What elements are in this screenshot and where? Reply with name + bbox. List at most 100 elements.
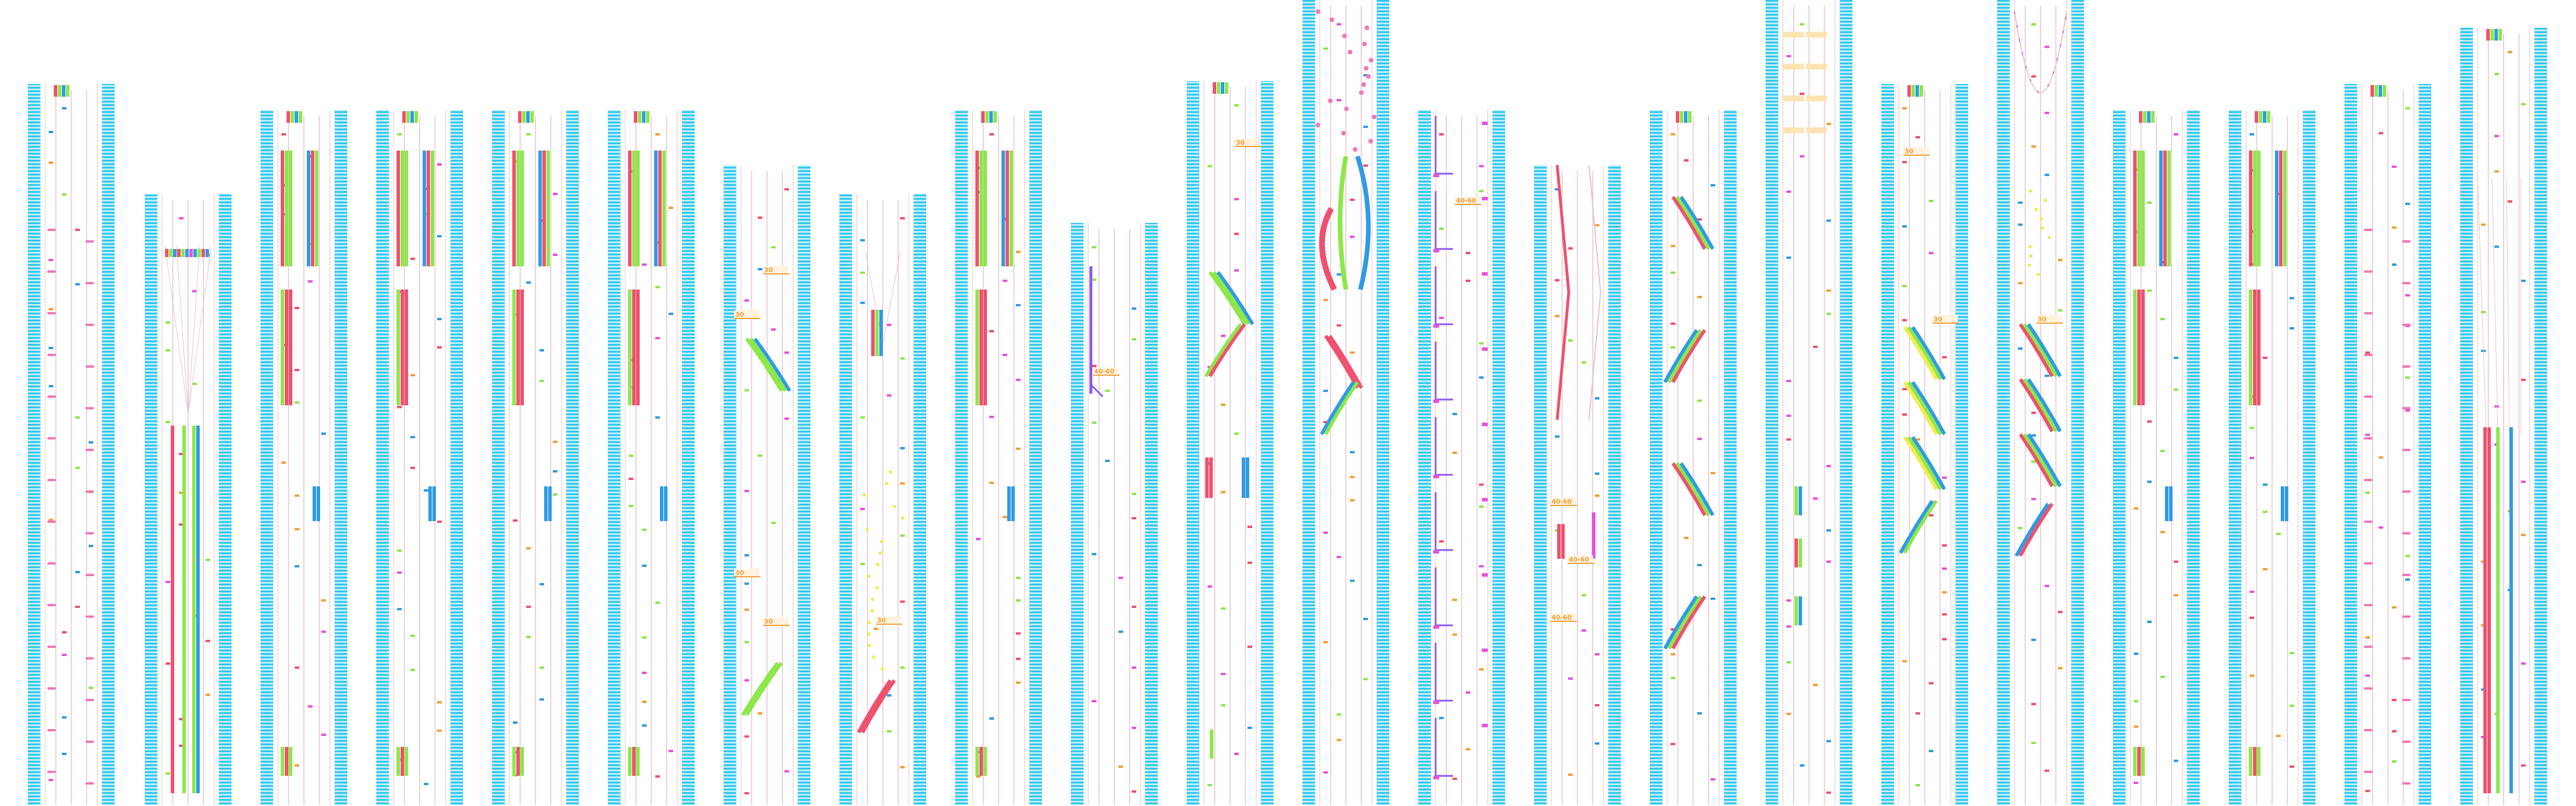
lane-marker [1118, 577, 1123, 579]
lane-stripe [975, 747, 979, 776]
lane-stripe [397, 290, 400, 405]
lane-marker [437, 521, 442, 523]
pink-marker [2364, 395, 2372, 398]
curved-lane-stripe [1911, 381, 1946, 435]
lane-stripe [1795, 486, 1798, 515]
pink-dot [1371, 115, 1377, 119]
curved-lane-stripe [1675, 462, 1711, 516]
lane-marker [2521, 534, 2526, 536]
lane-stripe [632, 747, 636, 776]
lane-marker [553, 441, 557, 443]
lane-stripe [2379, 85, 2382, 97]
lane-stripe [2370, 85, 2374, 97]
lane-marker [2392, 606, 2397, 609]
lane-marker [655, 286, 660, 288]
lane-stripe [406, 111, 410, 123]
lane-marker [2134, 782, 2138, 784]
lane-marker [49, 259, 53, 261]
lane-stripe [1007, 486, 1011, 521]
lane-stripe [58, 85, 61, 97]
lane-marker [2058, 611, 2063, 613]
lane-marker [2031, 145, 2036, 148]
lane-marker [62, 753, 67, 755]
lane-marker [900, 534, 905, 537]
lane-marker [1826, 560, 1831, 563]
lane-marker [75, 416, 80, 419]
lane-marker [1132, 493, 1136, 495]
lane-marker [1132, 666, 1136, 669]
lane-marker [1221, 673, 1225, 675]
lane-marker [410, 436, 415, 438]
lane-marker [900, 217, 905, 219]
lane-marker [655, 602, 660, 604]
lane-marker [1697, 712, 1702, 715]
road-9 [955, 110, 1042, 805]
lane-marker [1942, 638, 1947, 640]
lane-marker [1942, 591, 1947, 593]
speed-tag-bg [2036, 315, 2062, 323]
lane-marker [629, 505, 633, 507]
lane-stripe [989, 111, 993, 123]
lane-marker [1323, 641, 1328, 643]
pink-dot [1341, 131, 1346, 135]
lane-stripe [542, 151, 546, 266]
lane-marker [2392, 263, 2397, 266]
lane-marker [1813, 684, 1818, 686]
road-12 [1302, 0, 1389, 805]
lane-stripe [975, 290, 979, 405]
lane-marker [642, 636, 647, 639]
lane-marker [2494, 170, 2499, 173]
curved-lane-stripe [745, 338, 783, 392]
lane-marker [629, 478, 633, 480]
lane-marker [900, 600, 905, 603]
lens-lane [1338, 156, 1348, 290]
pink-dot [1368, 139, 1373, 144]
lane-marker [62, 107, 67, 109]
lane-marker [2494, 73, 2499, 75]
lane-stripe [2509, 427, 2513, 793]
road-18: 30 [1997, 0, 2084, 805]
lane-stripe [634, 111, 637, 123]
lane-marker [2521, 103, 2526, 105]
lane-stripe [546, 151, 550, 266]
yellow-dot [2047, 236, 2052, 239]
curved-lane-stripe [1679, 462, 1715, 516]
lane-marker [1234, 198, 1239, 200]
yellow-dot [871, 598, 875, 601]
lane-marker [166, 772, 170, 775]
yellow-dot [885, 482, 889, 485]
lane-marker [1323, 47, 1328, 50]
lane-stripe [526, 111, 530, 123]
lane-stripe [289, 151, 292, 266]
lane-stripe [291, 111, 294, 123]
road-16 [1766, 0, 1852, 805]
lane-marker [397, 549, 402, 552]
lane-marker [553, 193, 557, 195]
lane-stripe [628, 151, 632, 266]
pink-marker [47, 687, 56, 690]
pink-marker [2402, 782, 2410, 785]
lane-marker [62, 631, 67, 633]
lane-marker [62, 193, 67, 196]
lane-marker [1337, 556, 1341, 558]
lane-marker [1016, 379, 1021, 381]
road-1 [28, 84, 115, 805]
speed-tag-bg [876, 616, 901, 624]
road-8: 30 [839, 194, 926, 805]
lane-marker [771, 328, 776, 331]
lane-stripe [2163, 151, 2167, 266]
lane-marker [2174, 594, 2178, 596]
lane-stripe [1676, 111, 1679, 123]
lane-stripe [544, 486, 548, 521]
lane-marker [206, 640, 210, 642]
lane-stripe [628, 290, 632, 405]
lane-marker [1221, 404, 1225, 406]
lane-marker [2521, 379, 2526, 381]
tag-box [1806, 32, 1827, 38]
lane-marker [1595, 397, 1599, 400]
pink-dot [1328, 98, 1333, 103]
lane-marker [1350, 236, 1355, 238]
lane-marker [1942, 477, 1947, 479]
lane-marker [1452, 413, 1457, 415]
